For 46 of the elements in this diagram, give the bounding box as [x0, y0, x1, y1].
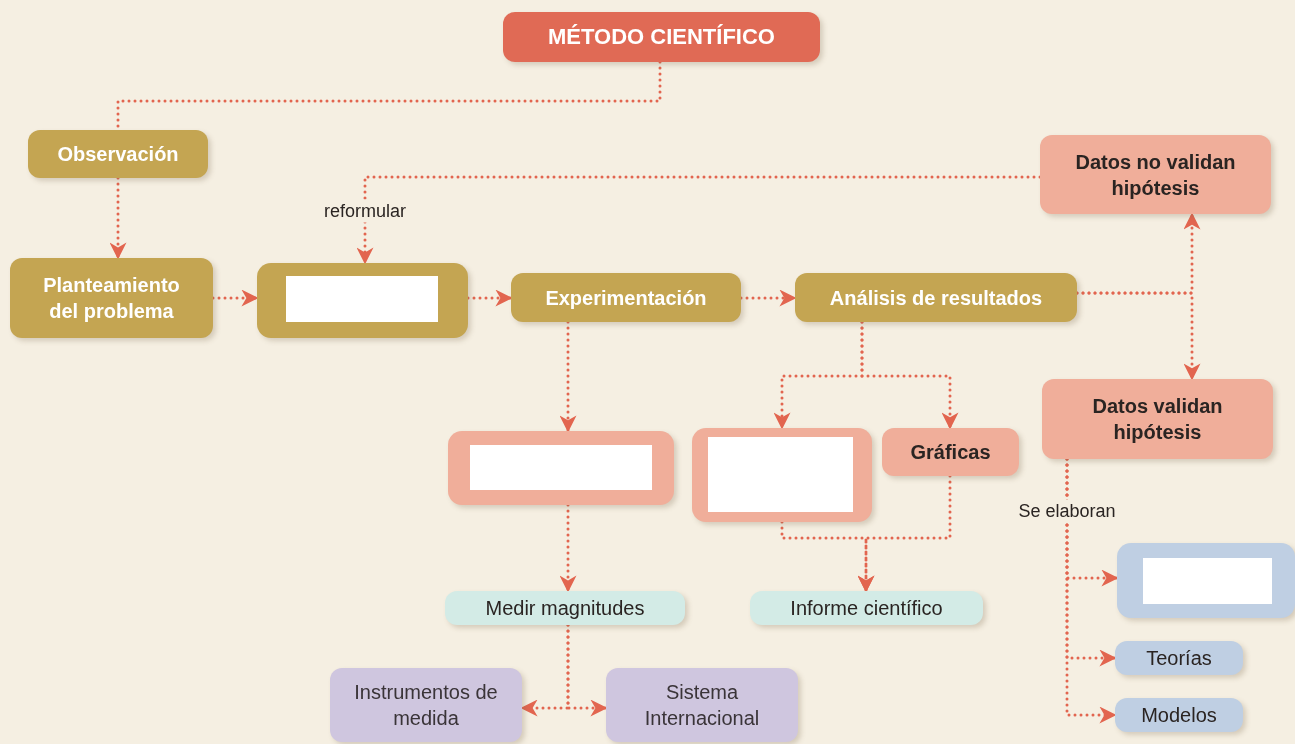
arrow	[559, 320, 577, 433]
process-box	[257, 263, 468, 338]
node-label: Modelos	[1141, 703, 1217, 728]
topic-box	[1117, 543, 1295, 618]
node-label: Datos no validan hipótesis	[1074, 149, 1237, 201]
result-box	[692, 428, 872, 522]
arrow	[566, 623, 608, 717]
title-box	[503, 12, 820, 62]
node-label: Teorías	[1146, 646, 1212, 671]
arrow	[109, 176, 127, 260]
node-label: Informe científico	[790, 596, 943, 621]
process-box	[28, 130, 208, 178]
arrow	[739, 289, 797, 307]
node-label: Gráficas	[910, 440, 991, 465]
node-label: Sistema Internacional	[643, 680, 761, 731]
node-label: Experimentación	[545, 285, 707, 311]
topic-box	[330, 668, 522, 742]
node-label: Planteamiento del problema	[42, 273, 181, 324]
topic-box	[445, 591, 685, 625]
node-label: Observación	[57, 142, 179, 167]
process-box	[795, 273, 1077, 322]
result-box	[882, 428, 1019, 476]
arrow	[1065, 457, 1117, 724]
arrow	[356, 175, 1042, 265]
arrow	[211, 289, 259, 307]
node-label: Medir magnitudes	[485, 596, 645, 621]
arrow	[466, 289, 513, 307]
topic-box	[1115, 641, 1243, 675]
topic-box	[1115, 698, 1243, 732]
process-box	[511, 273, 741, 322]
node-label: Instrumentos de medida	[353, 680, 499, 731]
edge-label: reformular	[322, 199, 408, 223]
arrow	[1075, 291, 1201, 381]
arrow	[860, 320, 959, 430]
result-box	[1042, 379, 1273, 459]
node-label: MÉTODO CIENTÍFICO	[548, 22, 775, 51]
node-label: Análisis de resultados	[829, 285, 1043, 311]
node-label: Datos validan hipótesis	[1091, 394, 1224, 445]
result-box	[448, 431, 674, 505]
arrow	[559, 503, 577, 593]
arrow	[857, 474, 952, 593]
process-box	[10, 258, 213, 338]
topic-box	[750, 591, 983, 625]
topic-box	[606, 668, 798, 742]
result-box	[1040, 135, 1271, 214]
edge-label: Se elaboran	[1016, 499, 1118, 523]
